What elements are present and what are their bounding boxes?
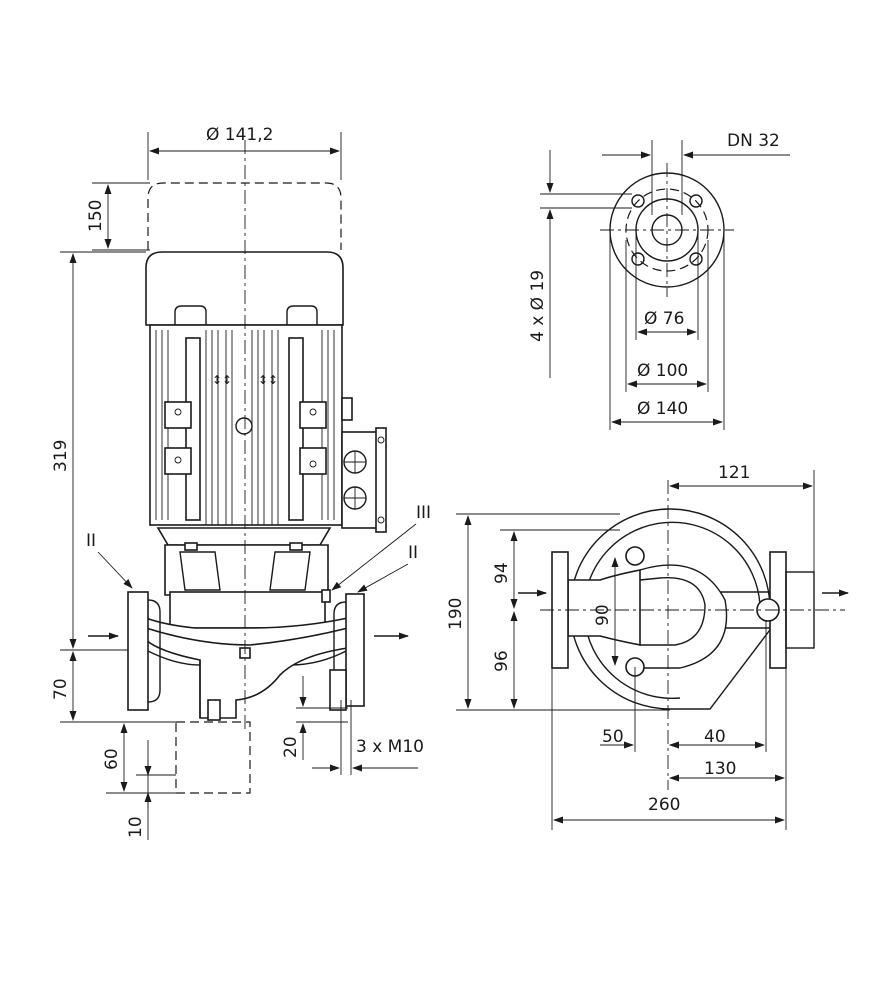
inlet-flange — [127, 591, 149, 711]
dim-lower-96: 96 — [492, 650, 512, 672]
flange-hole — [689, 194, 703, 208]
dim-offset-40: 40 — [704, 727, 726, 747]
dim-flange-bolt-circle: Ø 100 — [637, 361, 688, 381]
dim-offset-130: 130 — [704, 759, 736, 779]
dim-hole-spacing-90: 90 — [593, 604, 613, 626]
marker-right-flange: II — [408, 543, 418, 563]
pipe-outlet — [720, 591, 770, 629]
dim-flange-nominal: DN 32 — [727, 131, 780, 151]
dim-bolt-depth: 20 — [281, 736, 301, 758]
pump-foot — [175, 721, 251, 794]
dim-motor-diameter: Ø 141,2 — [206, 125, 273, 145]
dim-fan-removal: 150 — [86, 200, 106, 232]
fan-hood — [145, 251, 344, 326]
top-view: 121 190 94 96 90 50 40 130 260 — [446, 463, 849, 830]
dim-bolt-thread: 3 x M10 — [356, 737, 424, 757]
vent-screw — [321, 589, 331, 603]
dim-offset-50: 50 — [602, 727, 624, 747]
mount-hole-top — [625, 546, 645, 566]
dim-length-260: 260 — [648, 795, 680, 815]
pipe-inlet — [567, 569, 641, 646]
dim-flange-inner: Ø 76 — [644, 309, 684, 329]
marker-vent: III — [416, 503, 431, 523]
volute-inner — [583, 521, 761, 700]
dim-overall-height: 319 — [51, 440, 71, 472]
flange-hole — [631, 194, 645, 208]
dim-foot-height: 60 — [102, 748, 122, 770]
motor-fins — [155, 330, 335, 525]
dim-foot-base: 10 — [126, 816, 146, 838]
marker-left-flange: II — [86, 531, 96, 551]
side-view: ↕↕ ↕↕ — [51, 125, 431, 840]
dim-width-190: 190 — [446, 598, 466, 630]
dim-upper-94: 94 — [492, 562, 512, 584]
dim-flange-outer: Ø 140 — [637, 399, 688, 419]
dim-offset-121: 121 — [718, 463, 750, 483]
motor-brackets: ↕↕ ↕↕ — [164, 305, 327, 521]
volute-channel — [639, 564, 728, 669]
fan-removal-envelope — [147, 182, 342, 250]
pump-flange-plate — [169, 591, 326, 629]
dim-inlet-height: 70 — [51, 678, 71, 700]
svg-text:↕↕: ↕↕ — [258, 373, 278, 387]
flange-hole — [631, 252, 645, 266]
volute-outer — [569, 508, 771, 710]
outlet-flange — [345, 593, 365, 707]
svg-text:↕↕: ↕↕ — [212, 373, 232, 387]
terminal-box — [341, 397, 387, 533]
flange-view: DN 32 4 x Ø 19 Ø 76 Ø 100 Ø 140 — [528, 131, 790, 430]
flange-hole — [689, 252, 703, 266]
motor-lantern — [156, 527, 332, 546]
dim-flange-holes: 4 x Ø 19 — [528, 270, 548, 342]
